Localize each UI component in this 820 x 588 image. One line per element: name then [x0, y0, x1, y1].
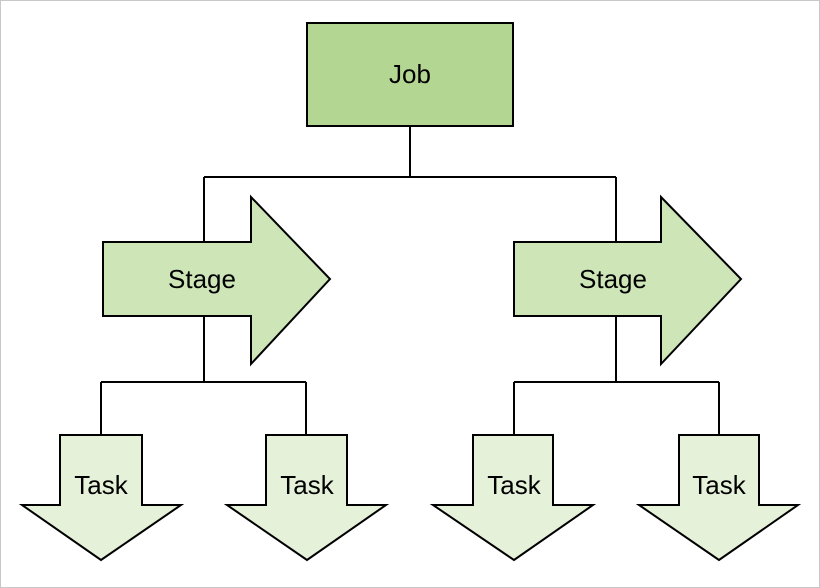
job-node [306, 22, 514, 127]
connector-job-to-stages [203, 126, 617, 242]
task-label-1: Task [74, 470, 128, 500]
stage-label-1: Stage [168, 264, 236, 294]
task-node-2 [223, 434, 390, 562]
task-node-4 [635, 434, 802, 562]
task-label-4: Task [692, 470, 746, 500]
task-node-3 [429, 434, 597, 562]
task-label-2: Task [280, 470, 334, 500]
task-node-1 [18, 434, 185, 562]
stage-label-2: Stage [579, 264, 647, 294]
task-label-3: Task [487, 470, 541, 500]
stage-node-2 [513, 194, 743, 367]
job-label: Job [389, 59, 431, 89]
stage-node-1 [102, 194, 332, 367]
connector-stage1-to-tasks [100, 316, 307, 435]
connector-stage2-to-tasks [513, 316, 720, 435]
